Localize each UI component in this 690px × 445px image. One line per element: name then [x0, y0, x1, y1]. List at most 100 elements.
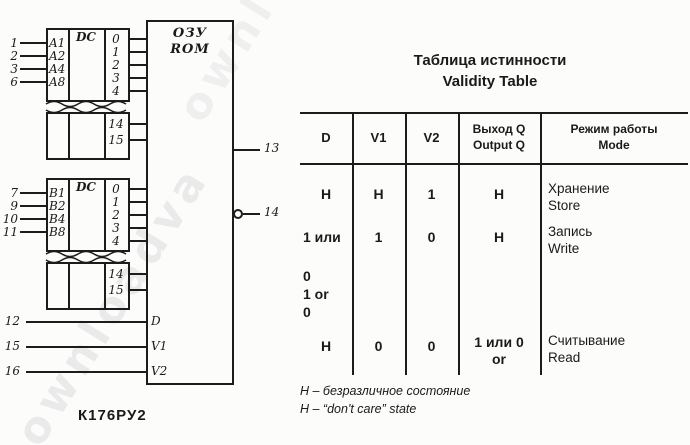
column-header-v1: V1	[370, 130, 387, 145]
decoder-divider	[104, 28, 106, 102]
pin-number: 6	[10, 75, 18, 89]
output-wire	[130, 51, 146, 53]
output-wire	[130, 201, 146, 203]
cell-r3-mode-en: Read	[548, 350, 581, 365]
chip-label: К176РУ2	[78, 407, 147, 424]
cell-r1-q: Н	[493, 186, 505, 202]
cell-r3-q-line2: or	[492, 351, 506, 367]
cell-r2-q: Н	[493, 229, 505, 245]
pin-number: 9	[10, 199, 18, 213]
table-title-en: Validity Table	[442, 73, 538, 90]
output-label: 2	[112, 208, 120, 222]
decoder-divider	[68, 28, 70, 102]
cell-r2-d-line4: 0	[303, 304, 311, 320]
output-wire	[130, 77, 146, 79]
output-label: 2	[112, 58, 120, 72]
input-wire	[20, 205, 46, 207]
decoder-divider	[104, 112, 106, 160]
pin-number-13: 13	[264, 141, 280, 155]
decoder-divider	[68, 178, 70, 252]
decoder-a-lower-box	[46, 112, 130, 160]
pin-number-14: 14	[264, 205, 280, 219]
cell-r3-q-line1: 1 или 0	[474, 334, 524, 350]
control-wire-d	[26, 321, 146, 323]
cell-r3-d: Н	[320, 338, 332, 354]
output-wire-13	[234, 149, 260, 151]
table-title-ru: Таблица истинности	[413, 52, 567, 69]
column-header-d: D	[321, 130, 331, 145]
v1-input-label: V1	[151, 339, 168, 353]
cell-r1-v1: Н	[373, 186, 384, 202]
decoder-divider	[104, 178, 106, 252]
table-header-border	[300, 163, 688, 165]
dc-label: DC	[76, 180, 96, 194]
control-wire-v2	[26, 371, 146, 373]
table-top-border	[300, 112, 688, 114]
cell-r2-v1: 1	[374, 229, 383, 245]
output-label: 14	[108, 267, 124, 281]
input-wire	[20, 192, 46, 194]
cell-r2-d: 1 или	[303, 229, 341, 245]
column-header-v2: V2	[423, 130, 440, 145]
output-wire	[130, 123, 146, 125]
output-label: 15	[108, 133, 124, 147]
decoder-b-lower-box	[46, 262, 130, 310]
input-label: A4	[49, 62, 66, 76]
cell-r1-mode-ru: Хранение	[548, 181, 610, 196]
cell-r3-v1: 0	[374, 338, 383, 354]
pin-number: 11	[2, 225, 18, 239]
output-wire	[130, 64, 146, 66]
cell-r2-d-line3: 1 or	[303, 286, 329, 302]
inverter-circle	[233, 209, 243, 219]
pin-number-15: 15	[4, 339, 20, 353]
output-label: 4	[112, 234, 120, 248]
pin-number-16: 16	[4, 364, 20, 378]
ram-label-ru: ОЗУ	[172, 26, 208, 41]
output-wire	[130, 90, 146, 92]
pin-number: 1	[10, 36, 18, 50]
output-label: 4	[112, 84, 120, 98]
decoder-divider	[68, 112, 70, 160]
cell-r1-d: Н	[320, 186, 332, 202]
output-label: 3	[112, 221, 120, 235]
input-label: B1	[49, 186, 66, 200]
output-wire	[130, 273, 146, 275]
column-header-q-en: Output Q	[473, 138, 525, 152]
cell-r3-v2: 0	[427, 338, 436, 354]
output-wire	[130, 289, 146, 291]
input-label: A2	[49, 49, 66, 63]
input-wire	[20, 231, 46, 233]
input-wire	[20, 68, 46, 70]
table-column-line	[540, 112, 542, 375]
input-wire	[20, 218, 46, 220]
ram-label-en: ROM	[170, 42, 210, 57]
control-wire-v1	[26, 346, 146, 348]
output-label: 15	[108, 283, 124, 297]
pin-number: 2	[10, 49, 18, 63]
decoder-divider	[104, 262, 106, 310]
pin-number: 3	[10, 62, 18, 76]
decoder-divider	[68, 262, 70, 310]
pin-number: 10	[2, 212, 18, 226]
cell-r2-v2: 0	[427, 229, 436, 245]
input-label: A8	[49, 75, 66, 89]
input-label: B8	[49, 225, 66, 239]
output-wire	[130, 139, 146, 141]
d-input-label: D	[151, 314, 161, 328]
column-header-q-ru: Выход Q	[472, 122, 526, 136]
column-header-mode-en: Mode	[598, 138, 630, 152]
pin-number: 7	[10, 186, 18, 200]
input-label: B2	[49, 199, 66, 213]
output-label: 0	[112, 182, 120, 196]
table-column-line	[352, 112, 354, 375]
input-wire	[20, 42, 46, 44]
output-wire	[130, 38, 146, 40]
cell-r2-mode-en: Write	[548, 241, 580, 256]
input-label: B4	[49, 212, 66, 226]
footnote-ru: Н – безразличное состояние	[300, 384, 471, 398]
output-wire	[130, 240, 146, 242]
input-wire	[20, 81, 46, 83]
input-wire	[20, 55, 46, 57]
output-wire	[130, 214, 146, 216]
